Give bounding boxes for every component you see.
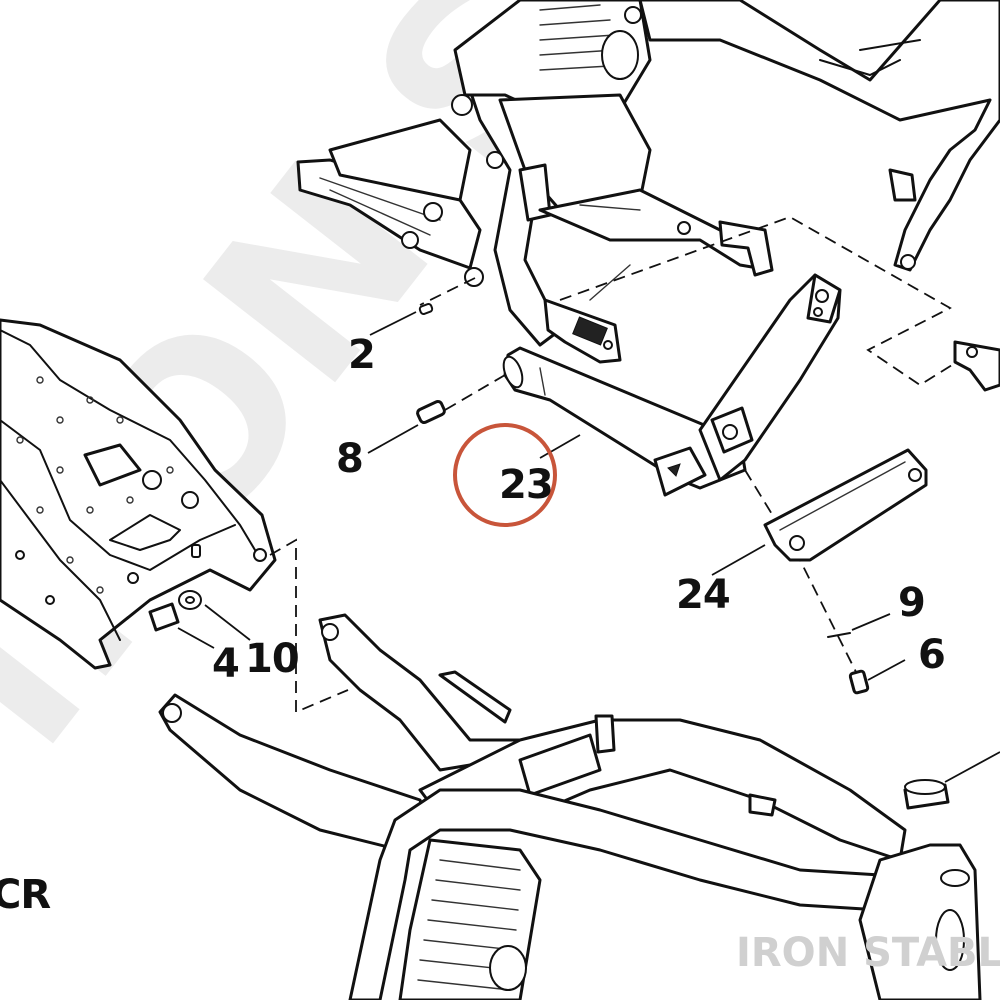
callout-2: 2 [348, 332, 375, 378]
pin-2-dashed-guide [419, 277, 476, 306]
upper-frame-assembly [296, 0, 1000, 364]
model-code-label: CR [0, 872, 50, 918]
part-6-bolt: 6 [848, 632, 946, 695]
part-24-strap-plate: 24 [676, 448, 928, 618]
rear-fender-assembly [0, 318, 277, 670]
highlight-circle-23[interactable] [453, 423, 557, 527]
lower-main-frame [158, 613, 1000, 1000]
part-10-washer: 10 [178, 590, 300, 682]
right-side-bracket [953, 340, 1000, 392]
part-9-washer: 9 [827, 580, 926, 638]
callout-24: 24 [676, 572, 730, 618]
part-23-tube-bracket [502, 273, 861, 681]
callout-6: 6 [918, 632, 945, 678]
callout-9: 9 [898, 580, 925, 626]
assembly-dashed-guide-left [269, 538, 349, 714]
callout-8: 8 [336, 436, 363, 482]
callout-10: 10 [245, 636, 299, 682]
part-2-pin: 2 [348, 303, 434, 378]
callout-4: 4 [212, 641, 239, 687]
part-4-bolt: 4 [148, 602, 240, 687]
brand-watermark: IRON STABLE [736, 930, 1000, 976]
part-8-bolt: 8 [336, 374, 506, 482]
callout-23[interactable]: 23 [499, 462, 554, 508]
